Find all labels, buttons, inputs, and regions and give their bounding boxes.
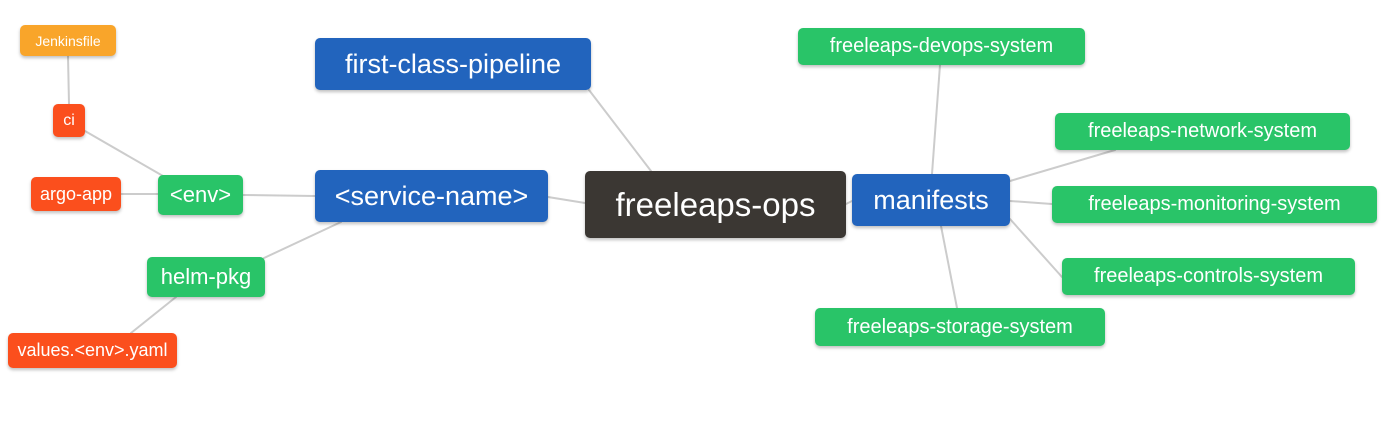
edge-jenkinsfile-to-ci (67, 55, 70, 105)
node-service-name[interactable]: <service-name> (315, 170, 548, 222)
edge-service-name-to-helm-pkg (263, 221, 342, 259)
node-freeleaps-devops-system[interactable]: freeleaps-devops-system (798, 28, 1085, 65)
node-ci[interactable]: ci (53, 104, 85, 137)
node-freeleaps-controls-system[interactable]: freeleaps-controls-system (1062, 258, 1355, 295)
node-jenkinsfile[interactable]: Jenkinsfile (20, 25, 116, 56)
edge-manifests-to-freeleaps-monitoring-system (1009, 200, 1053, 205)
edge-manifests-to-freeleaps-controls-system (1009, 218, 1063, 278)
edge-manifests-to-freeleaps-network-system (1009, 149, 1116, 182)
node-helm-pkg[interactable]: helm-pkg (147, 257, 265, 297)
edge-helm-pkg-to-values-env-yaml (130, 296, 177, 334)
node-manifests[interactable]: manifests (852, 174, 1010, 226)
node-freeleaps-ops[interactable]: freeleaps-ops (585, 171, 846, 238)
edge-ci-to-env (84, 130, 164, 177)
node-freeleaps-network-system[interactable]: freeleaps-network-system (1055, 113, 1350, 150)
edge-freeleaps-ops-to-manifests (845, 200, 853, 205)
edge-manifests-to-freeleaps-devops-system (931, 64, 941, 175)
node-freeleaps-monitoring-system[interactable]: freeleaps-monitoring-system (1052, 186, 1377, 223)
edge-manifests-to-freeleaps-storage-system (940, 225, 958, 309)
node-argo-app[interactable]: argo-app (31, 177, 121, 211)
edge-service-name-to-freeleaps-ops (547, 196, 586, 204)
edge-env-to-service-name (242, 194, 316, 197)
edge-first-class-pipeline-to-freeleaps-ops (588, 89, 652, 172)
node-first-class-pipeline[interactable]: first-class-pipeline (315, 38, 591, 90)
node-env[interactable]: <env> (158, 175, 243, 215)
node-values-env-yaml[interactable]: values.<env>.yaml (8, 333, 177, 368)
node-freeleaps-storage-system[interactable]: freeleaps-storage-system (815, 308, 1105, 346)
